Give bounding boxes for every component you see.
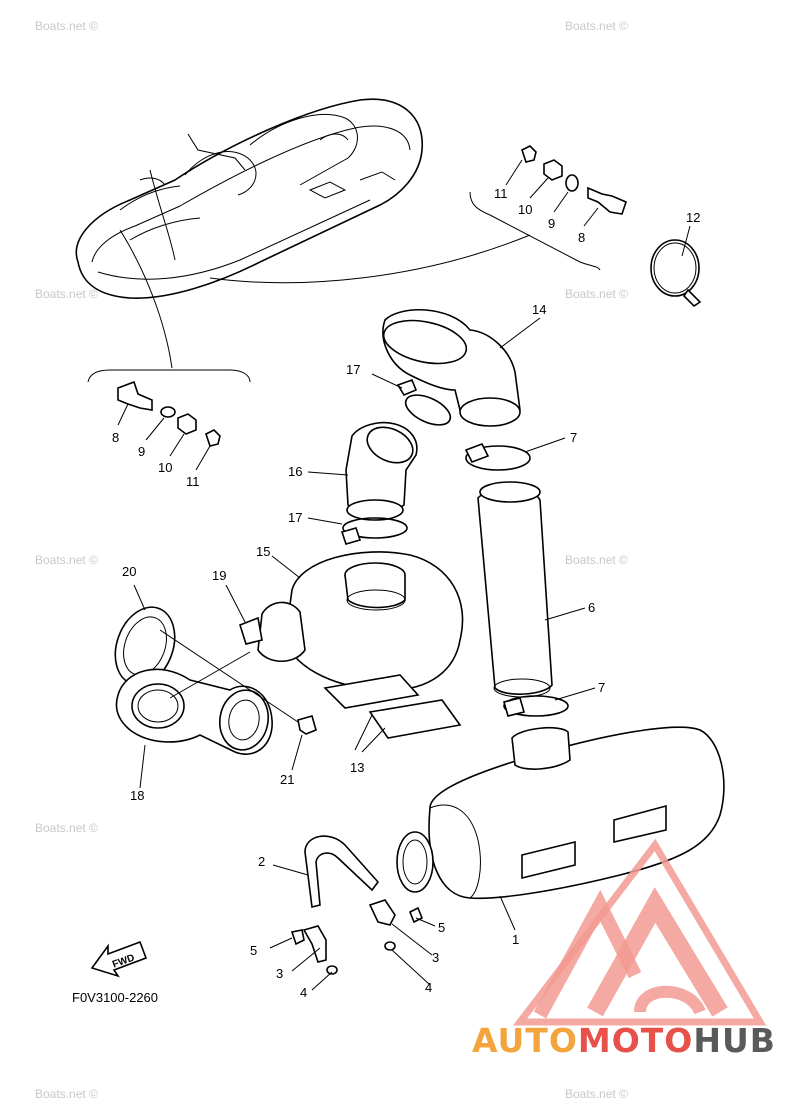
exhaust-hose-6 <box>477 481 553 698</box>
callout-10: 10 <box>158 460 172 475</box>
callout-13: 13 <box>350 760 364 775</box>
callout-8: 8 <box>112 430 119 445</box>
hull-outlet-18 <box>115 668 273 755</box>
strap-2 <box>304 835 380 908</box>
callout-16: 16 <box>288 464 302 479</box>
callout-17: 17 <box>346 362 360 377</box>
callout-17: 17 <box>288 510 302 525</box>
callout-2: 2 <box>258 854 265 869</box>
elbow-pipe-16 <box>345 421 418 521</box>
watermark: Boats.net © <box>565 287 628 301</box>
callout-1: 1 <box>512 932 519 947</box>
bracket-hardware <box>290 899 424 975</box>
brand-part3: HUB <box>693 1021 776 1060</box>
callout-5: 5 <box>438 920 445 935</box>
hose-clamp-17-lower <box>340 517 408 545</box>
callout-3: 3 <box>276 966 283 981</box>
callout-4: 4 <box>300 985 307 1000</box>
callout-4: 4 <box>425 980 432 995</box>
leader-line <box>209 234 531 284</box>
water-lock-15 <box>239 551 464 691</box>
callout-9: 9 <box>138 444 145 459</box>
callout-labels: 1 2 3 3 4 4 5 5 6 7 7 8 8 9 9 10 10 11 1… <box>112 186 700 1000</box>
brand-part1: AUTO <box>472 1021 578 1060</box>
callout-9: 9 <box>548 216 555 231</box>
bolt-set-left <box>117 380 221 447</box>
watermark: Boats.net © <box>35 287 98 301</box>
callout-10: 10 <box>518 202 532 217</box>
callout-6: 6 <box>588 600 595 615</box>
callout-7: 7 <box>598 680 605 695</box>
band-clamp-12 <box>650 239 702 308</box>
callout-8: 8 <box>578 230 585 245</box>
callout-21: 21 <box>280 772 294 787</box>
brand-part2: MOTO <box>578 1021 693 1060</box>
callout-19: 19 <box>212 568 226 583</box>
callout-18: 18 <box>130 788 144 803</box>
bolt-set-right <box>521 145 627 215</box>
brand-wordmark: AUTOMOTOHUB <box>472 1021 776 1060</box>
bolt-21 <box>297 715 317 735</box>
watermark: Boats.net © <box>35 1087 98 1101</box>
callout-11: 11 <box>186 474 200 489</box>
callout-11: 11 <box>494 186 508 201</box>
callout-14: 14 <box>532 302 546 317</box>
watermark: Boats.net © <box>35 19 98 33</box>
group-bracket <box>87 369 251 383</box>
callout-15: 15 <box>256 544 270 559</box>
automotohub-logo-icon <box>512 838 767 1026</box>
watermark: Boats.net © <box>565 1087 628 1101</box>
callout-5: 5 <box>250 943 257 958</box>
group-bracket <box>469 191 601 271</box>
hose-clamp-17-upper <box>396 378 452 426</box>
fwd-arrow-icon: FWD <box>90 940 148 978</box>
callout-12: 12 <box>686 210 700 225</box>
callout-20: 20 <box>122 564 136 579</box>
callout-leaders <box>117 159 691 991</box>
elbow-hose-14 <box>382 308 521 427</box>
pads-13 <box>323 674 462 739</box>
hose-clamp-7-upper <box>464 442 531 471</box>
leader-line <box>119 229 173 369</box>
watermark: Boats.net © <box>35 553 98 567</box>
watermark: Boats.net © <box>565 553 628 567</box>
figure-code: F0V3100-2260 <box>72 990 158 1005</box>
callout-3: 3 <box>432 950 439 965</box>
callout-7: 7 <box>570 430 577 445</box>
hose-clamp-7-lower <box>503 695 569 717</box>
watercraft-illustration <box>75 98 423 299</box>
watermark: Boats.net © <box>565 19 628 33</box>
watermark: Boats.net © <box>35 821 98 835</box>
